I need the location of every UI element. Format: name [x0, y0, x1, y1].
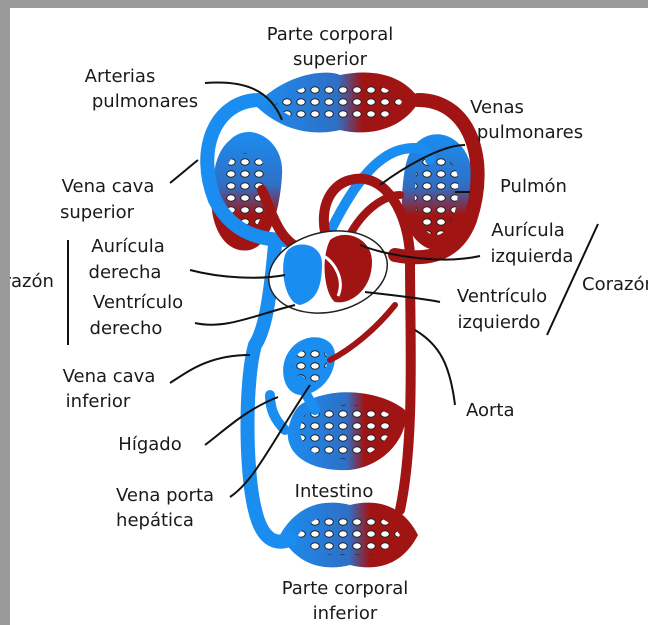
label-ivc-1: Vena cava: [63, 366, 156, 387]
label-left-atrium-2: izquierda: [491, 246, 574, 267]
label-left-ventricle-2: izquierdo: [458, 312, 541, 333]
diagram-canvas: Parte corporal superior Arterias pulmona…: [10, 8, 648, 625]
label-pulm-veins-2: pulmonares: [477, 122, 583, 143]
label-right-ventricle-2: derecho: [90, 318, 163, 339]
label-right-ventricle-1: Ventrículo: [93, 292, 183, 313]
label-right-atrium-2: derecha: [89, 262, 162, 283]
label-heart-left: Corazón: [10, 271, 54, 292]
label-lower-body-1: Parte corporal: [282, 578, 409, 599]
label-ivc-2: inferior: [66, 391, 131, 412]
intestine: [288, 392, 406, 470]
label-aorta: Aorta: [466, 400, 515, 421]
label-lung: Pulmón: [500, 176, 567, 197]
label-upper-body-2: superior: [293, 49, 368, 70]
label-pulm-arteries-2: pulmonares: [92, 91, 198, 112]
upper-body-capillary: [255, 73, 420, 133]
label-portal-2: hepática: [116, 510, 194, 531]
label-liver: Hígado: [118, 434, 181, 455]
label-pulm-arteries-1: Arterias: [85, 66, 156, 87]
label-left-atrium-1: Aurícula: [491, 220, 564, 241]
circulatory-diagram: Parte corporal superior Arterias pulmona…: [10, 8, 648, 625]
label-portal-1: Vena porta: [116, 485, 214, 506]
label-pulm-veins-1: Venas: [470, 97, 524, 118]
label-heart-right: Corazón: [582, 274, 648, 295]
label-right-atrium-1: Aurícula: [91, 236, 164, 257]
label-lower-body-2: inferior: [313, 603, 378, 624]
label-left-ventricle-1: Ventrículo: [457, 286, 547, 307]
label-svc-2: superior: [60, 202, 135, 223]
label-intestine: Intestino: [295, 481, 374, 502]
label-svc-1: Vena cava: [62, 176, 155, 197]
label-upper-body-1: Parte corporal: [267, 24, 394, 45]
